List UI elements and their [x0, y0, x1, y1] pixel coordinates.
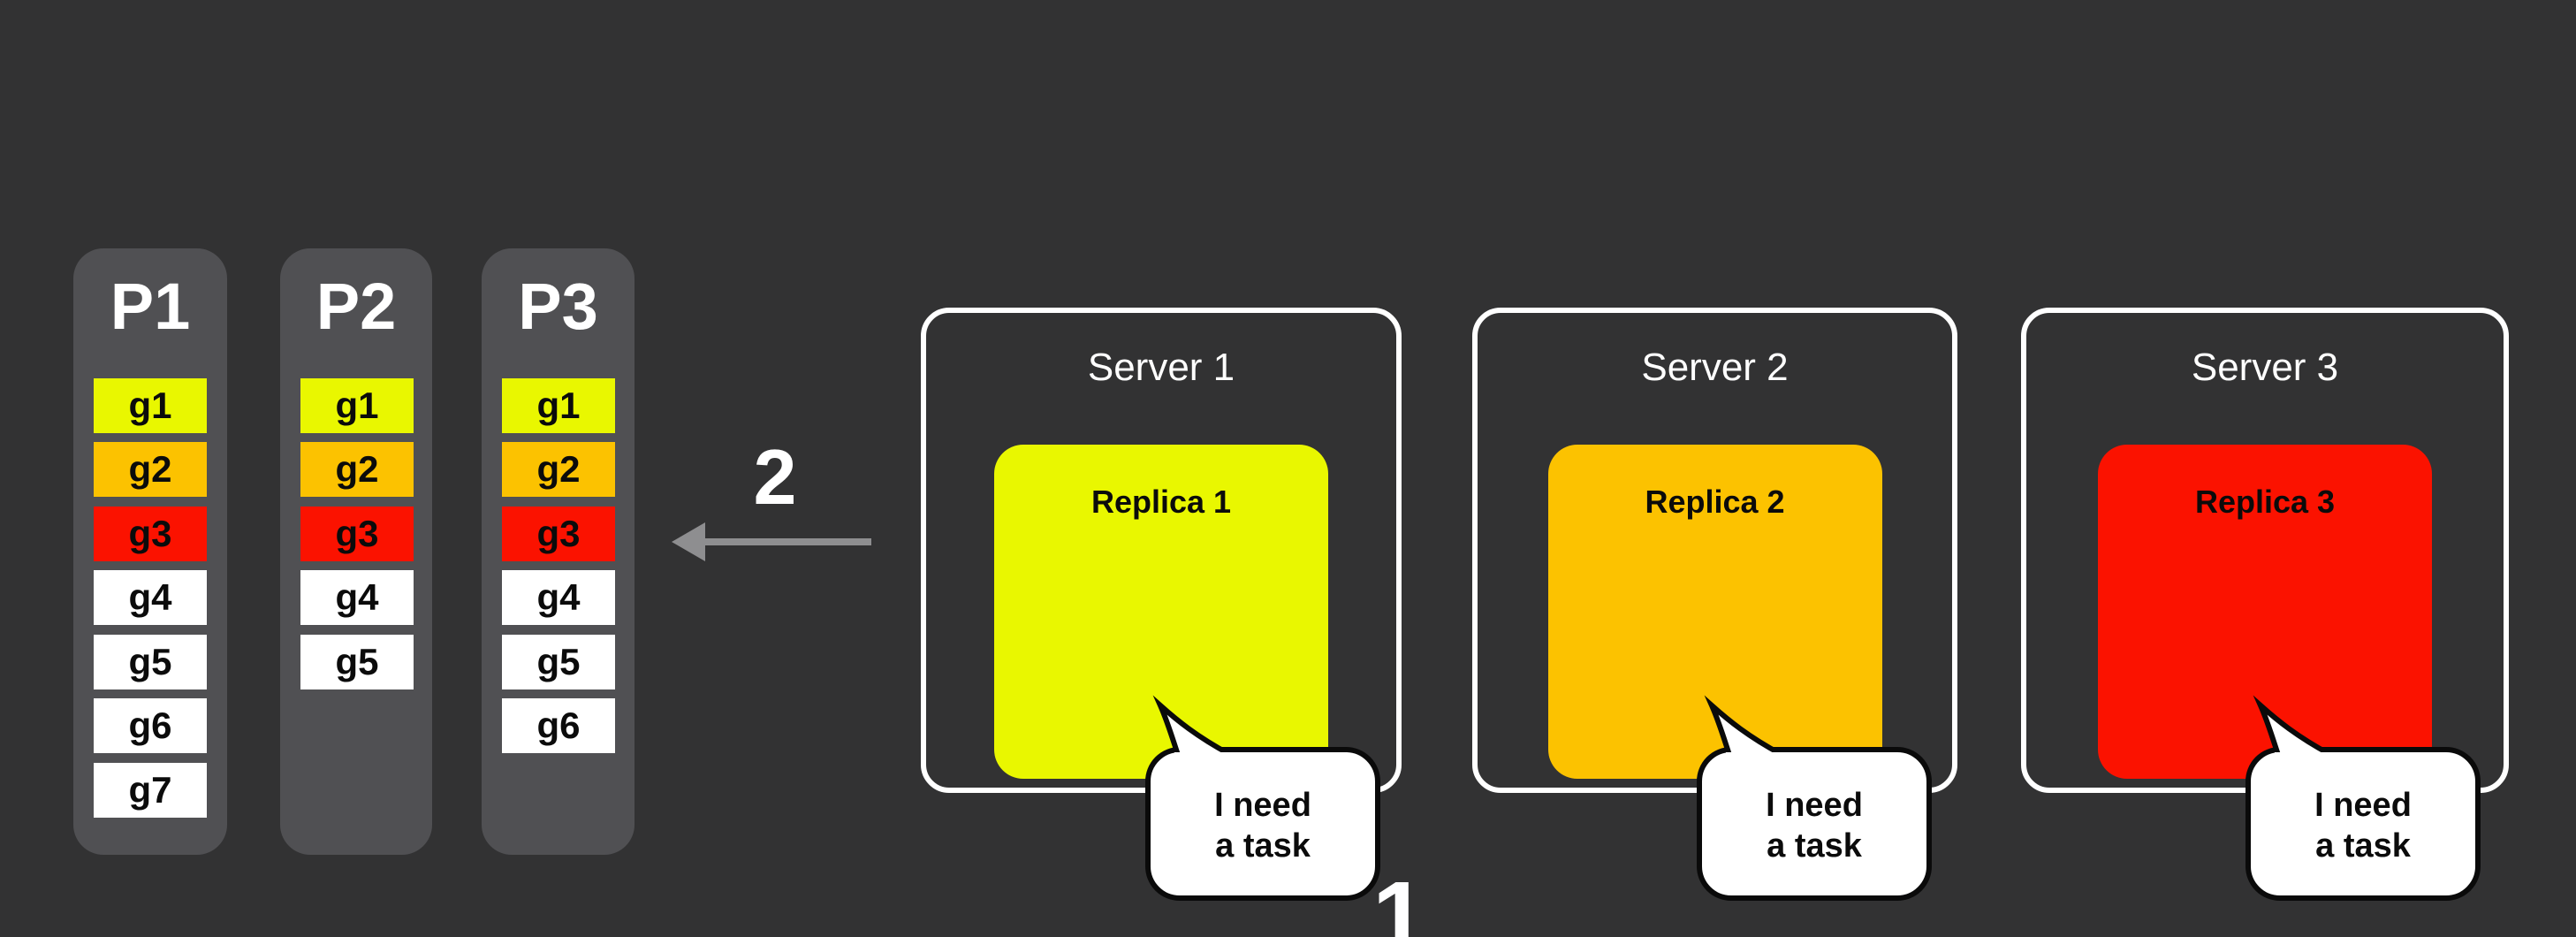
task-cell-g3: g3 [94, 507, 207, 561]
speech-bubble-tail [1152, 695, 1232, 758]
step-1-label: 1 [1372, 862, 1427, 937]
speech-bubble: I need a task [1697, 695, 1932, 901]
server-title: Server 1 [1087, 346, 1235, 389]
task-cell-g4: g4 [300, 570, 414, 625]
replica-label: Replica 2 [1645, 484, 1785, 520]
task-cell-g6: g6 [502, 698, 615, 753]
speech-bubble: I need a task [2245, 695, 2481, 901]
task-cell-g2: g2 [300, 442, 414, 497]
speech-bubble: I need a task [1145, 695, 1380, 901]
task-cell-g4: g4 [502, 570, 615, 625]
server-title: Server 2 [1641, 346, 1789, 389]
server-2-box: Server 2 Replica 2 I need a task [1472, 308, 1957, 901]
replica-2-box: Replica 2 [1547, 445, 1882, 779]
step-2-label: 2 [753, 433, 797, 521]
task-cell-g4: g4 [94, 570, 207, 625]
partition-title: P1 [110, 270, 191, 343]
task-cell-g2: g2 [502, 442, 615, 497]
server-3-box: Server 3 Replica 3 I need a task [2021, 308, 2509, 901]
replica-label: Replica 1 [1090, 484, 1232, 520]
task-cell-g1: g1 [94, 378, 207, 433]
task-cell-g5: g5 [502, 635, 615, 689]
task-cell-g5: g5 [300, 635, 414, 689]
partition-title: P3 [518, 270, 598, 343]
partition-p1: P1 g1 g2 g3 g4 g5 g6 g7 [73, 248, 227, 855]
partition-p3: P3 g1 g2 g3 g4 g5 g6 [482, 248, 635, 855]
replica-label: Replica 3 [2194, 484, 2336, 520]
speech-bubble-tail [1704, 695, 1783, 758]
task-cell-g3: g3 [300, 507, 414, 561]
task-cell-g6: g6 [94, 698, 207, 753]
partition-title: P2 [315, 270, 397, 343]
speech-bubble-text: I need a task [2314, 787, 2412, 865]
replica-1-box: Replica 1 [994, 445, 1328, 779]
speech-bubble-tail [2253, 695, 2332, 758]
task-cell-g1: g1 [300, 378, 414, 433]
task-cell-g5: g5 [94, 635, 207, 689]
task-cell-g1: g1 [502, 378, 615, 433]
speech-bubble-text: I need a task [1766, 787, 1863, 865]
task-cell-g3: g3 [502, 507, 615, 561]
assign-tasks-arrow [672, 522, 871, 561]
server-1-box: Server 1 Replica 1 I need a task [921, 308, 1402, 901]
speech-bubble-text: I need a task [1214, 787, 1311, 865]
arrow-head-icon [672, 522, 705, 561]
task-cell-g2: g2 [94, 442, 207, 497]
task-cell-g7: g7 [94, 763, 207, 818]
partition-p2: P2 g1 g2 g3 g4 g5 [280, 248, 432, 855]
speech-bubble-shape [2245, 695, 2481, 901]
speech-bubble-shape [1697, 695, 1932, 901]
server-title: Server 3 [2191, 346, 2339, 389]
speech-bubble-shape [1145, 695, 1380, 901]
